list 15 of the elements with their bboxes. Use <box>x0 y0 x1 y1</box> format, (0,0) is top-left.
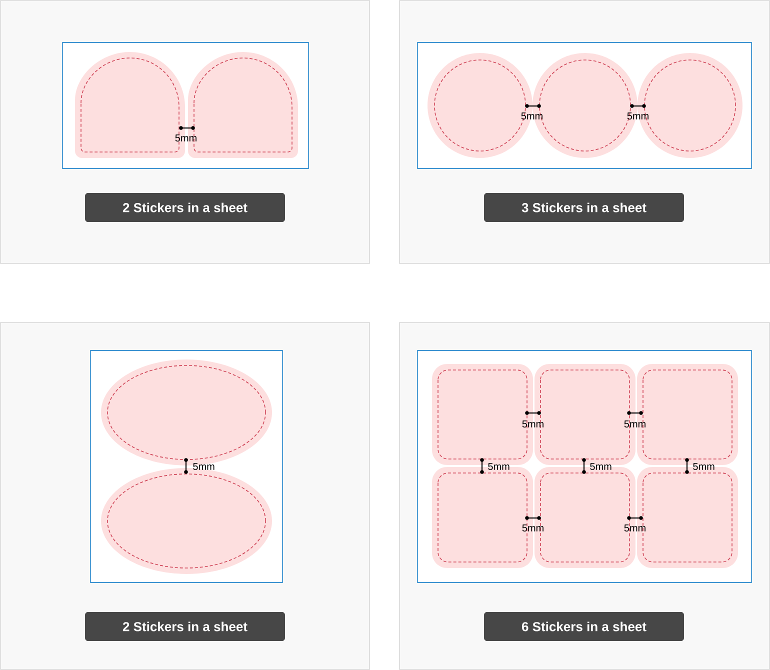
caption-box: 6 Stickers in a sheet <box>484 612 684 641</box>
caption-box: 2 Stickers in a sheet <box>85 193 285 222</box>
dimension-label: 5mm <box>193 463 214 470</box>
dimension-label: 5mm <box>522 420 544 428</box>
caption-box: 3 Stickers in a sheet <box>484 193 684 222</box>
caption-box: 2 Stickers in a sheet <box>85 612 285 641</box>
dimension-label: 5mm <box>175 134 196 142</box>
dimension-label: 5mm <box>521 112 542 120</box>
dimension-label: 5mm <box>522 524 544 532</box>
dimension-label: 5mm <box>624 420 646 428</box>
dimension-label: 5mm <box>624 524 646 532</box>
dimension-label: 5mm <box>590 463 612 470</box>
dimension-label: 5mm <box>488 463 510 470</box>
dimension-label: 5mm <box>627 112 648 120</box>
dimension-label: 5mm <box>693 463 714 470</box>
